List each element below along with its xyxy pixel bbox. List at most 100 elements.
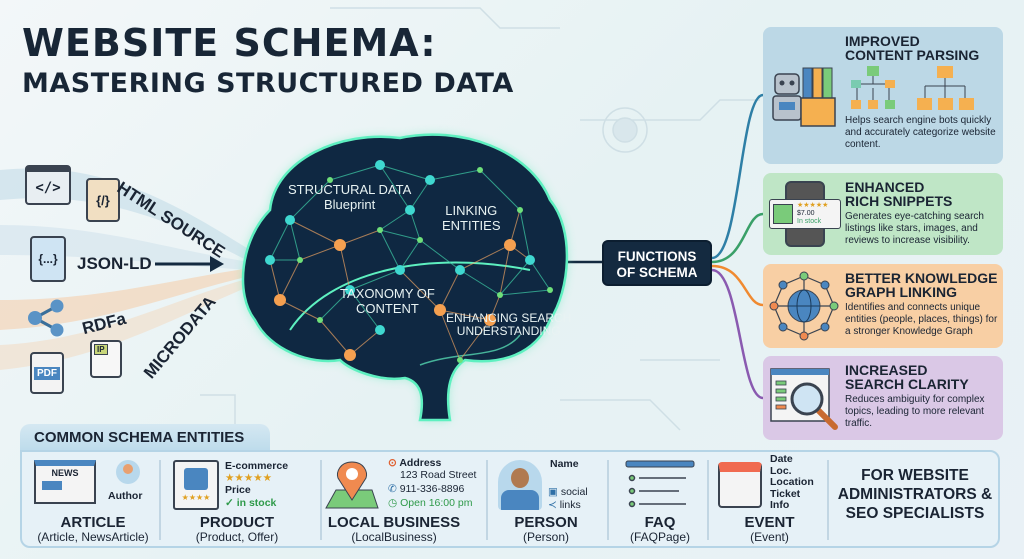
- network-link: [499, 289, 551, 296]
- title-line: CONTENT PARSING: [845, 47, 980, 63]
- links-row: ≺ links: [548, 499, 581, 511]
- entities-text: ENTITIES: [442, 218, 501, 233]
- network-node: [334, 239, 346, 251]
- taxonomy-text: TAXONOMY OF: [340, 286, 435, 301]
- check-icon: ✓: [225, 497, 237, 509]
- card-description: Identifies and connects unique entities …: [845, 302, 998, 337]
- json-ld-label: JSON-LD: [77, 254, 152, 273]
- network-link: [379, 229, 401, 271]
- pdf-label: PDF: [34, 366, 60, 380]
- news-text: NEWS: [51, 468, 79, 478]
- network-link: [499, 244, 511, 296]
- network-link: [439, 309, 491, 321]
- network-node: [265, 255, 275, 265]
- ecommerce-label: E-commerce: [225, 460, 289, 472]
- clock-icon: ◷: [388, 497, 401, 509]
- address-row: ⊙ Address: [388, 457, 441, 469]
- divider: [707, 460, 709, 540]
- network-link: [349, 269, 401, 291]
- network-link: [519, 209, 531, 261]
- share-icon: ≺: [548, 499, 560, 511]
- title-line: BETTER KNOWLEDGE: [845, 270, 998, 286]
- network-node: [317, 317, 323, 323]
- phone-icon: ✆: [388, 483, 400, 495]
- stock-status: ✓ in stock: [225, 497, 276, 509]
- network-link: [509, 209, 521, 246]
- network-node: [547, 287, 553, 293]
- network-node: [395, 265, 405, 275]
- entity-person: Name ▣ social ≺ links PERSON (Person): [490, 452, 602, 546]
- code-file-icon: {/}: [86, 178, 120, 222]
- phone-row: ✆ 911-336-8896: [388, 483, 464, 495]
- network-node: [327, 177, 333, 183]
- arrow-icon: [210, 256, 224, 272]
- page-title: WEBSITE SCHEMA:: [22, 21, 437, 65]
- facebook-icon: ▣: [548, 486, 561, 498]
- network-link: [339, 244, 351, 291]
- entity-name: PERSON: [514, 514, 578, 531]
- price-label: Price: [225, 484, 251, 496]
- network-link: [409, 209, 421, 241]
- network-node: [504, 239, 516, 251]
- card-description: Generates eye-catching search listings l…: [845, 211, 984, 246]
- title-line: IMPROVED: [845, 33, 920, 49]
- network-node: [434, 304, 446, 316]
- network-node: [457, 357, 463, 363]
- entity-name: EVENT: [744, 514, 795, 531]
- date-field: Date: [770, 453, 793, 465]
- entity-name: LOCAL BUSINESS: [327, 514, 461, 531]
- phone-value: 911-336-8896: [399, 483, 465, 495]
- ticket-field: Ticket: [770, 487, 801, 500]
- hierarchy-tree-icon: [851, 66, 974, 110]
- entity-name: FAQ: [644, 514, 676, 531]
- network-link: [289, 219, 301, 261]
- social-row: ▣ social: [548, 486, 588, 498]
- share-icon: [28, 299, 64, 337]
- network-node: [285, 215, 295, 225]
- card-description: Reduces ambiguity for complex topics, le…: [845, 394, 985, 429]
- audience-text: FOR WEBSITE ADMINISTRATORS & SEO SPECIAL…: [837, 467, 993, 522]
- network-link: [439, 309, 461, 361]
- snippet-price: $7.00: [797, 210, 815, 217]
- entity-types: (Product, Offer): [195, 530, 279, 544]
- snippet-stars: ★★★★★: [797, 202, 829, 209]
- network-link: [439, 269, 461, 311]
- network-node: [297, 257, 303, 263]
- blueprint-text: Blueprint: [323, 197, 376, 212]
- entity-types: (Article, NewsArticle): [37, 530, 149, 544]
- social-text: social: [560, 486, 588, 498]
- brain-network-illustration: [241, 133, 569, 422]
- title-line: RICH SNIPPETS: [845, 193, 953, 209]
- divider: [607, 460, 609, 540]
- phone-snippet-icon: ★★★★★ $7.00 In stock: [769, 181, 843, 247]
- html-code-icon: </>: [25, 165, 71, 205]
- network-node: [455, 265, 465, 275]
- pdf-file-icon: PDF: [30, 352, 64, 394]
- globe-network-icon: [769, 271, 839, 341]
- faq-list-icon: [625, 460, 695, 508]
- network-node: [375, 160, 385, 170]
- network-link: [499, 259, 531, 296]
- calendar-icon: [718, 462, 762, 508]
- network-node: [497, 292, 503, 298]
- network-link: [429, 169, 481, 181]
- enhancing-text: ENHANCING SEARCH: [446, 311, 572, 325]
- tshirt-icon: ★★★★: [173, 460, 219, 510]
- entities-panel: NEWS Author ARTICLE (Article, NewsArticl…: [20, 450, 1000, 548]
- network-link: [459, 244, 511, 271]
- network-node: [274, 294, 286, 306]
- stock-text: in stock: [236, 497, 277, 509]
- location-field: Location: [770, 476, 814, 488]
- network-link: [289, 179, 331, 221]
- info-field: Info: [770, 499, 790, 511]
- divider: [827, 460, 829, 540]
- divider: [159, 460, 161, 540]
- network-link: [379, 209, 411, 231]
